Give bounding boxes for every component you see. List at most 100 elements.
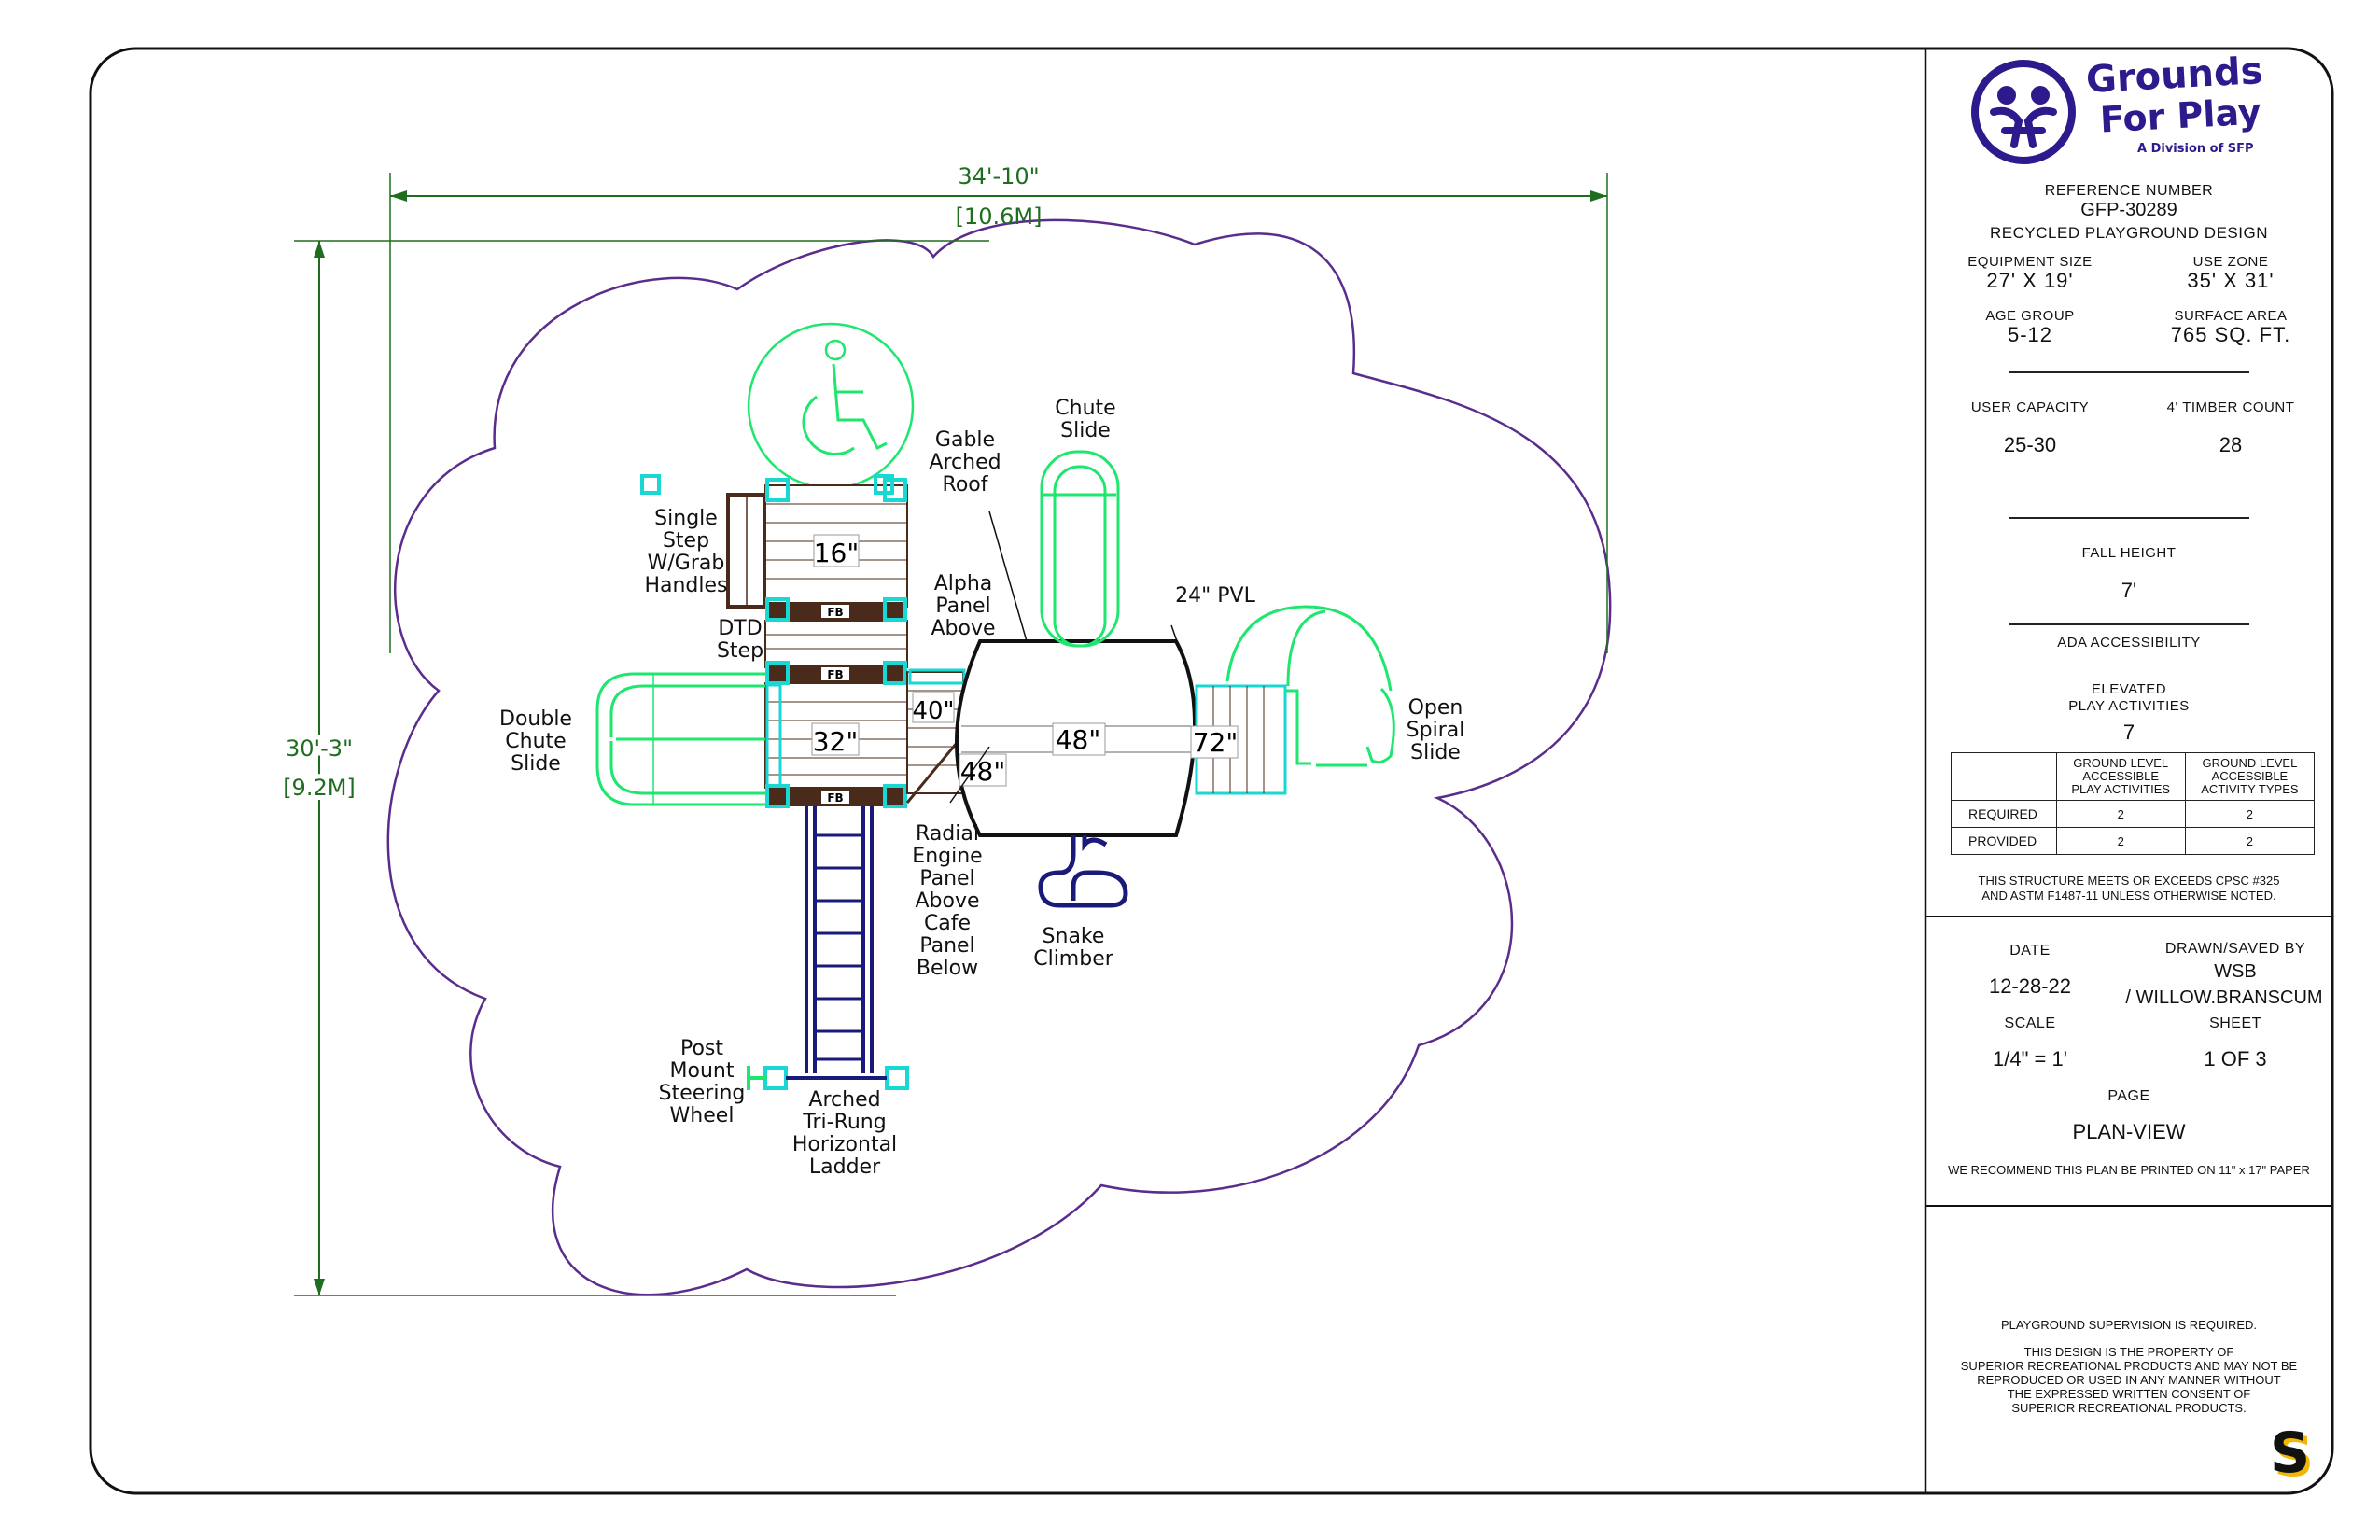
property-note-3: REPRODUCED OR USED IN ANY MANNER WITHOUT [1977,1373,2281,1387]
rule-1 [2009,371,2249,373]
user-capacity-value: 25-30 [2003,433,2057,456]
width-dim-label: 34'-10" [958,163,1039,189]
open-spiral-callout-line: Open [1408,696,1463,720]
chute-slide-callout-line: Chute [1055,397,1115,420]
design-name: RECYCLED PLAYGROUND DESIGN [1990,224,2268,242]
deck-48-octagon [955,639,1204,837]
fb-label-3: FB [827,791,843,805]
timber-count-value: 28 [2219,433,2243,456]
elevated-label-1: ELEVATED [2091,681,2167,697]
fb-label-1: FB [827,606,843,619]
ref-label: REFERENCE NUMBER [2044,183,2214,199]
saved-by-value: / WILLOW.BRANSCUM [2125,987,2323,1008]
chute-slide-callout-line: Slide [1060,419,1111,442]
pvl-leader [1170,624,1179,645]
rule-2 [2009,517,2249,519]
table-row-required: REQUIRED 2 2 [1951,800,2316,828]
ada-label: ADA ACCESSIBILITY [2057,635,2201,651]
age-group-label: AGE GROUP [1985,308,2075,324]
gable-roof-callout-line: Arched [929,451,1001,474]
single-step-callout-line: Step [663,529,709,553]
ref-number: GFP-30289 [2080,200,2177,220]
width-arrow-right [1590,190,1607,202]
arched-ladder-callout-line: Horizontal [792,1133,897,1156]
post-mount-callout-line: Wheel [670,1104,735,1127]
accessibility-icon [747,322,915,490]
open-spiral-slide [1225,605,1395,767]
snake-climber-callout-line: Climber [1033,947,1114,971]
timber-count-label: 4' TIMBER COUNT [2166,399,2295,415]
elevated-label-2: PLAY ACTIVITIES [2068,698,2190,714]
deck-height-16: 16" [814,538,860,568]
radial-engine-callout-line: Panel [919,867,974,890]
rule-3 [2009,623,2249,625]
property-note-4: THE EXPRESSED WRITTEN CONSENT OF [2007,1387,2251,1401]
dtd-step [764,620,908,668]
sheet-value: 1 OF 3 [2204,1047,2267,1071]
deck-16 [764,484,908,608]
open-spiral-callout-line: Slide [1410,741,1461,764]
alpha-panel-callout-line: Above [931,617,995,640]
dtd-step-callout-line: Step [717,639,763,663]
logo-subline: A Division of SFP [2137,142,2254,156]
grounds-for-play-logo [1971,60,2076,164]
surface-area-value: 765 SQ. FT. [2170,323,2291,346]
property-note-5: SUPERIOR RECREATIONAL PRODUCTS. [2011,1401,2247,1415]
deck-height-32: 32" [813,726,859,757]
page-value: PLAN-VIEW [2072,1120,2186,1143]
arched-ladder-callout-line: Ladder [809,1155,881,1179]
sheet-label: SHEET [2209,1015,2261,1031]
height-dim-metric: [9.2M] [283,775,356,801]
width-dim-metric: [10.6M] [956,203,1043,230]
single-step-callout-line: Handles [644,574,727,597]
property-note-2: SUPERIOR RECREATIONAL PRODUCTS AND MAY N… [1960,1359,2298,1373]
single-step-callout-line: Single [654,507,718,530]
sheet-border [89,47,2334,1495]
deck-height-40: 40" [912,697,954,725]
radial-engine-callout-line: Below [917,957,978,980]
radial-engine-leader [949,746,990,804]
chute-slide [1040,450,1120,648]
open-spiral-callout-line: Spiral [1407,719,1465,742]
snake-climber [1038,835,1128,908]
fb-label-2: FB [827,668,843,681]
date-label: DATE [2009,943,2051,959]
age-group-value: 5-12 [2007,323,2053,346]
deck-height-48-side: 48" [960,756,1006,787]
arched-horizontal-ladder [747,806,909,1090]
page-label: PAGE [2107,1088,2150,1104]
deck-height-48-center: 48" [1056,724,1101,755]
double-chute-callout-line: Chute [505,730,566,753]
arched-ladder-callout-line: Tri-Rung [802,1111,886,1134]
fall-height-label: FALL HEIGHT [2081,545,2177,561]
table-row-provided: PROVIDED 2 2 [1951,827,2316,855]
deck-posts [640,474,907,808]
deck-32 [764,682,908,789]
drawn-by-label: DRAWN/SAVED BY [2164,941,2306,957]
post-mount-callout-line: Steering [659,1082,746,1105]
double-chute-callout-line: Slide [511,752,561,776]
table-corner [1951,752,2057,801]
gable-roof-callout-line: Roof [943,473,989,497]
double-chute-callout-line: Double [499,707,572,731]
use-zone-boundary [386,218,1612,1296]
alpha-panel-callout-line: Panel [935,595,990,618]
snake-climber-callout-line: Snake [1043,925,1105,948]
date-value: 12-28-22 [1988,974,2072,998]
equipment-size-label: EQUIPMENT SIZE [1967,254,2093,270]
dtd-step-callout-line: DTD [718,617,762,640]
property-note-1: THIS DESIGN IS THE PROPERTY OF [2023,1345,2234,1359]
use-zone-value: 35' X 31' [2187,269,2275,292]
drawn-by-value: WSB [2214,961,2257,982]
logo-line-2: For Play [2098,91,2262,141]
compliance-note-2: AND ASTM F1487-11 UNLESS OTHERWISE NOTED… [1981,889,2276,903]
